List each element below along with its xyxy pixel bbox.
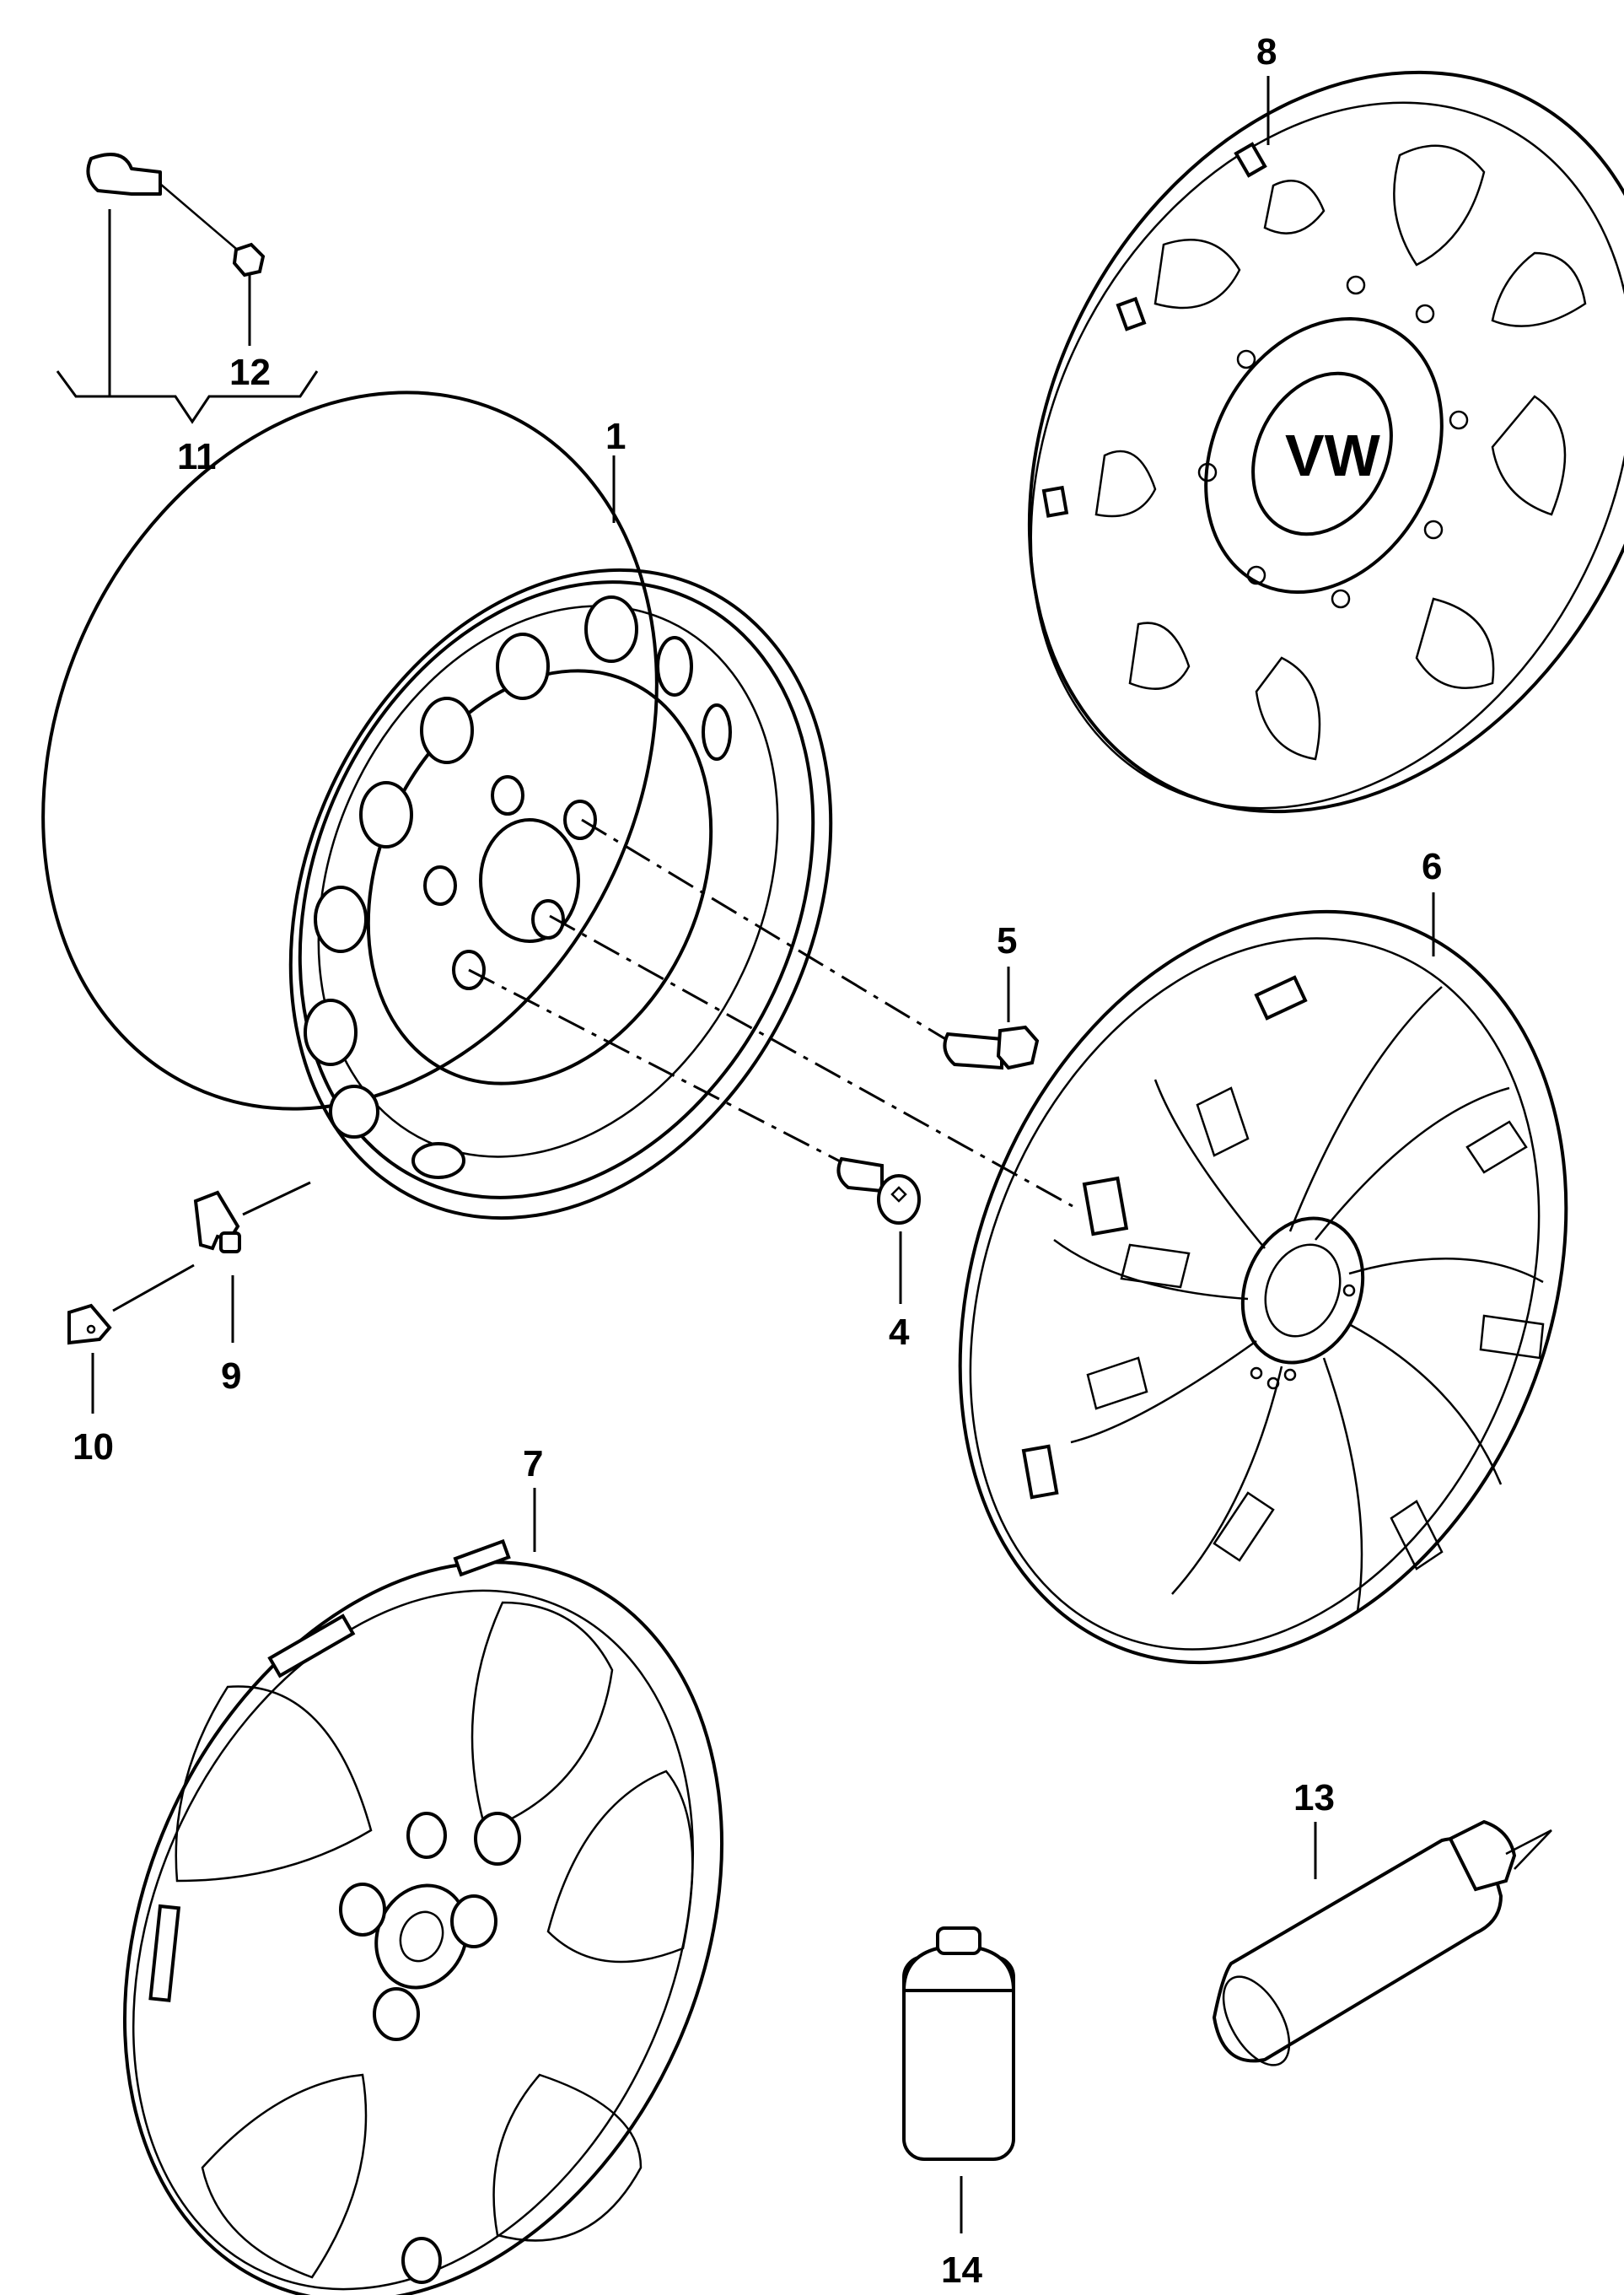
assembly-line (468, 968, 852, 1169)
bolt-set (86, 153, 266, 277)
lug-hole (531, 899, 565, 940)
lug-hole (423, 865, 457, 906)
anti-theft-bolt-4 (836, 1156, 921, 1225)
callout-12: 12 (229, 352, 271, 393)
tube-13 (1212, 1819, 1552, 2066)
bottle-14 (901, 1926, 1016, 2161)
hubcap-6 (958, 909, 1568, 1665)
balance-weight-9 (193, 1190, 241, 1253)
callout-5: 5 (997, 920, 1017, 962)
callout-7: 7 (523, 1443, 543, 1484)
callout-8: 8 (1256, 31, 1277, 73)
callout-4: 4 (889, 1312, 910, 1353)
hubcap-8: VW (1027, 70, 1624, 814)
bracket-11 (56, 209, 319, 424)
balance-weight-10 (67, 1303, 112, 1345)
callout-1: 1 (605, 416, 626, 457)
callout-10: 10 (73, 1426, 114, 1468)
callout-13: 13 (1293, 1777, 1335, 1818)
lug-hole (491, 775, 524, 816)
steel-rim (41, 391, 833, 1220)
wheel-bolt-5 (943, 1025, 1040, 1070)
callout-9: 9 (221, 1355, 241, 1397)
hub-center (479, 818, 580, 943)
vw-logo-ring (1251, 371, 1393, 536)
rim-vent-holes (304, 595, 732, 1179)
lug-hole (563, 800, 597, 840)
vw-logo: VW (1285, 423, 1380, 488)
callout-14: 14 (941, 2249, 982, 2291)
callout-11: 11 (177, 436, 217, 477)
hubcap-7 (123, 1538, 723, 2295)
callout-6: 6 (1422, 846, 1442, 887)
assembly-line (581, 818, 969, 1054)
